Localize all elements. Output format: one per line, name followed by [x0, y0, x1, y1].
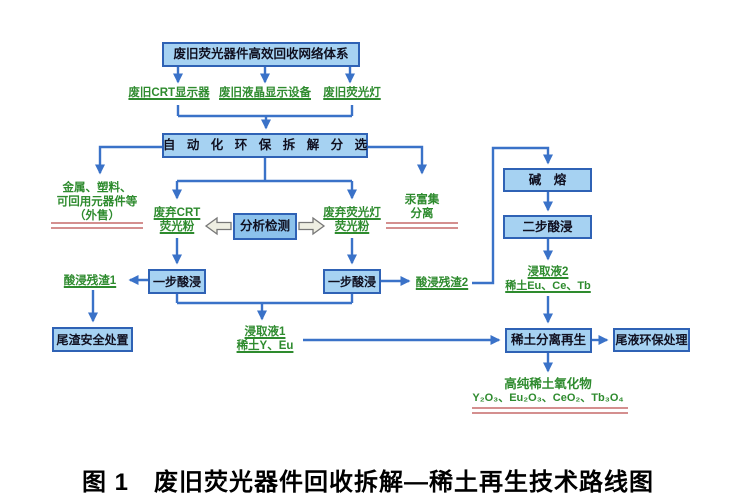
red-underline-mercury	[386, 222, 458, 229]
arrow-dismantle-to-metal	[94, 145, 162, 175]
label-metal-plastic-resale: 金属、塑料、 可回用元器件等 （外售）	[56, 182, 138, 222]
box-one-step-acid-leach-left: 一步酸浸	[148, 269, 206, 294]
label-waste-crt-display: 废旧CRT显示器	[128, 87, 210, 99]
box-two-step-acid-leach: 二步酸浸	[503, 215, 592, 239]
label-waste-fluorescent-lamp: 废旧荧光灯	[323, 87, 381, 99]
hollow-arrow-left-icon	[204, 216, 232, 236]
label-mercury-enrichment: 汞富集 分离	[404, 194, 440, 220]
label-acid-residue-2: 酸浸残渣2	[415, 277, 469, 289]
label-leachate-1: 浸取液1 稀土Y、Eu	[236, 326, 294, 352]
box-recycling-network: 废旧荧光器件高效回收网络体系	[162, 42, 360, 67]
red-underline-metal	[51, 222, 143, 229]
box-alkali-fusion: 碱 熔	[503, 168, 592, 192]
arrow-dismantle-to-mercury	[368, 145, 428, 175]
box-one-step-acid-leach-right: 一步酸浸	[323, 269, 381, 294]
split-dismantle-to-powders	[177, 158, 352, 183]
join-acid-boxes	[175, 294, 354, 305]
box-auto-dismantle-sorting: 自 动 化 环 保 拆 解 分 选	[162, 133, 368, 158]
hollow-arrow-right-icon	[298, 216, 326, 236]
arrow-residue2-to-alkali	[472, 146, 554, 285]
box-analysis-detection: 分析检测	[233, 213, 297, 240]
box-waste-liquid-treatment: 尾液环保处理	[613, 328, 690, 352]
box-rare-earth-separation: 稀土分离再生	[505, 328, 592, 353]
label-acid-residue-1: 酸浸残渣1	[63, 275, 117, 287]
label-waste-crt-phosphor: 废弃CRT 荧光粉	[153, 207, 201, 233]
bracket-labels-join	[176, 105, 354, 118]
label-high-purity-oxides: 高纯稀土氧化物 Y₂O₃、Eu₂O₃、CeO₂、Tb₃O₄	[472, 377, 624, 404]
box-tailings-safe-disposal: 尾渣安全处置	[52, 327, 133, 352]
label-waste-lamp-phosphor: 废弃荧光灯 荧光粉	[323, 207, 381, 233]
label-leachate-2: 浸取液2 稀土Eu、Ce、Tb	[505, 266, 591, 292]
label-waste-lcd-display: 废旧液晶显示设备	[219, 87, 311, 99]
figure-caption: 图 1 废旧荧光器件回收拆解—稀土再生技术路线图	[81, 469, 654, 496]
red-underline-oxides	[472, 407, 628, 414]
